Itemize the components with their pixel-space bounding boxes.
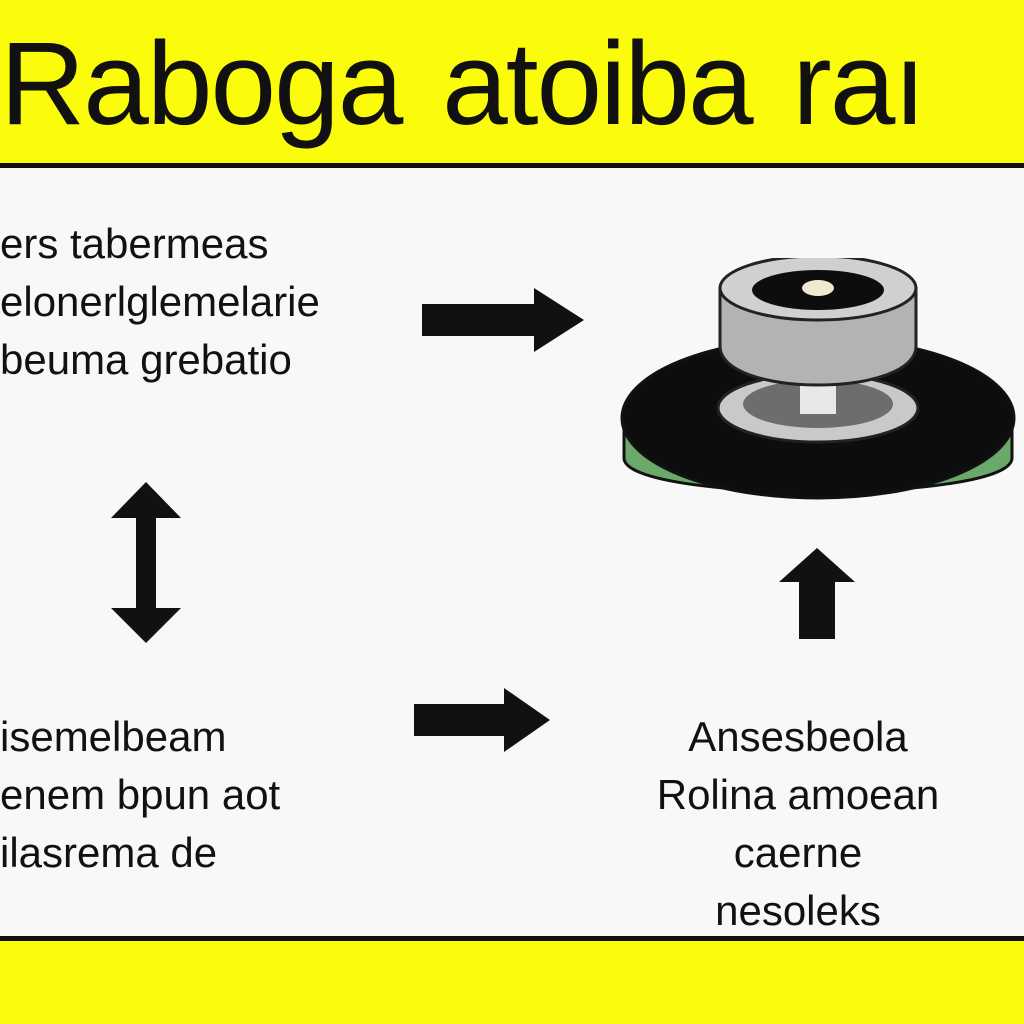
text-line: Ansesbeola bbox=[688, 713, 908, 760]
text-line: beuma grebatio bbox=[0, 336, 292, 383]
text-line: ers tabermeas bbox=[0, 220, 269, 267]
text-block-bottom-right: Ansesbeola Rolina amoean caerne nesoleks bbox=[608, 708, 988, 940]
text-block-bottom-left: isemelbeam enem bpun aot ilasrema de bbox=[0, 708, 280, 882]
arrow-right-icon bbox=[412, 688, 552, 752]
text-line: nesoleks bbox=[715, 887, 881, 934]
arrow-right-icon bbox=[420, 288, 586, 352]
text-line: caerne bbox=[733, 829, 863, 876]
text-line: Rolina amoean bbox=[656, 771, 940, 818]
header-banner: Rabogа atoiba raı bbox=[0, 0, 1024, 168]
text-line: isemelbeam bbox=[0, 713, 227, 760]
text-line: ilasrema de bbox=[0, 829, 218, 876]
footer-banner bbox=[0, 936, 1024, 1024]
arrow-up-icon bbox=[778, 548, 856, 640]
text-line: elonerlglemelarie bbox=[0, 278, 320, 325]
text-block-top-left: ers tabermeas elonerlglemelarie beuma gr… bbox=[0, 215, 320, 389]
page-title: Rabogа atoiba raı bbox=[0, 18, 926, 150]
arrow-up-down-icon bbox=[110, 482, 182, 644]
device-illustration bbox=[618, 258, 1018, 528]
text-line: enem bpun aot bbox=[0, 771, 281, 818]
